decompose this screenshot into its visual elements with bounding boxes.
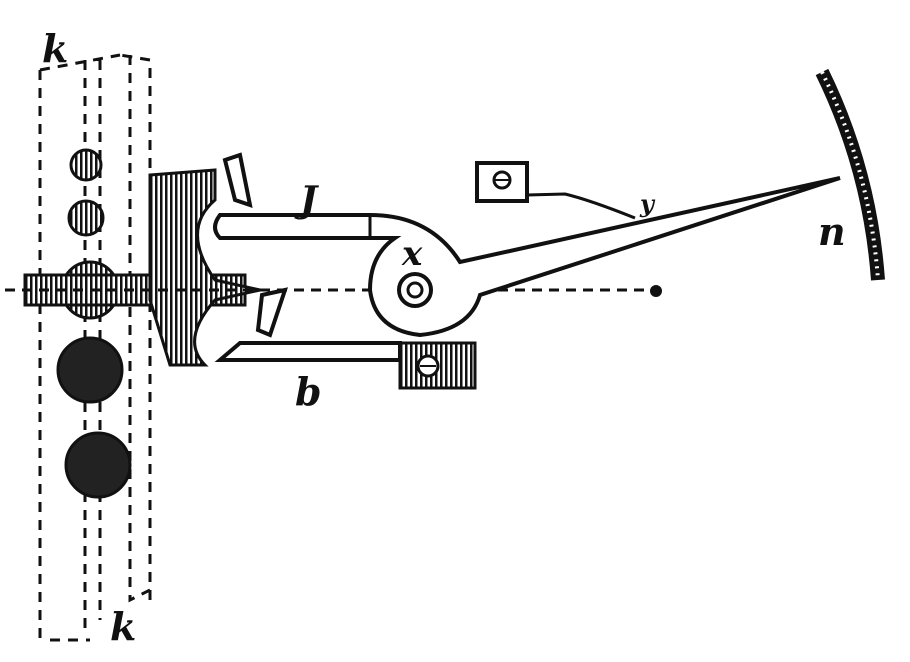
dashed-wheel-frame (38, 53, 152, 642)
upper-pallet (222, 152, 253, 208)
label-k-bottom: k (110, 604, 136, 649)
center-line-end-dot (650, 285, 662, 297)
lower-arm (214, 341, 402, 362)
wheel-pins (56, 148, 132, 499)
lower-pallet (255, 287, 289, 338)
label-x: x (401, 234, 423, 274)
spring (526, 192, 636, 220)
scale-ticks (820, 71, 880, 281)
label-b: b (295, 369, 322, 414)
label-y: y (639, 189, 656, 218)
label-k-top: k (42, 26, 68, 71)
label-n: n (818, 209, 846, 254)
pivot-pin (406, 281, 424, 299)
